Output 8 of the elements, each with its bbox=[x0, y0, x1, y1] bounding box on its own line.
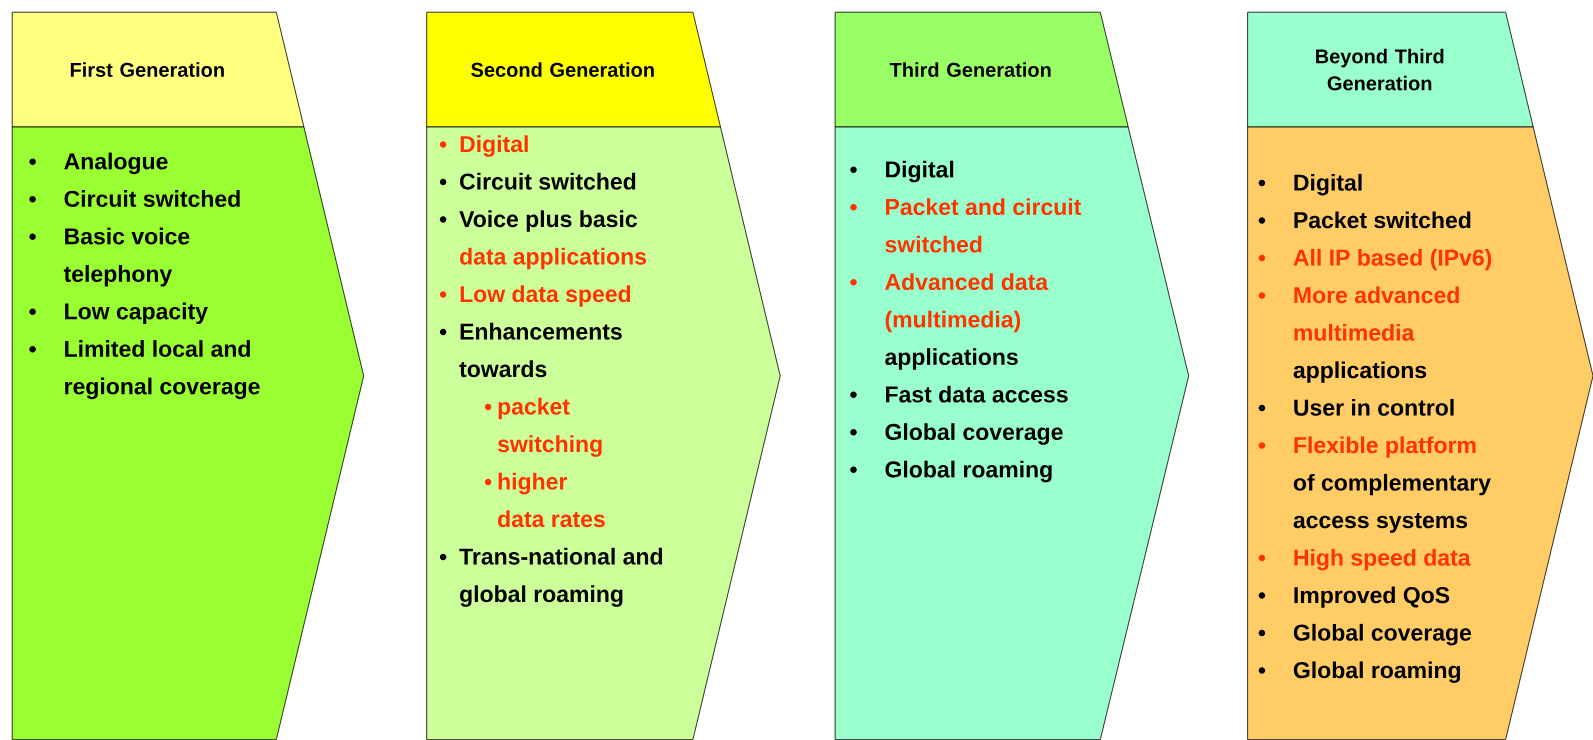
chevron-box: Analogue Circuit switched Basic voice telephony Low capacity Limited local and regional coverage bbox=[11, 126, 365, 740]
header-box: Beyond Third Generation bbox=[1247, 11, 1534, 128]
chevron-box: Digital Packet switched All IP based (IPv6) More advanced multimedia applications User in control Flexible platform of complementary access systems High speed data Improved QoS Global coverage Global roaming bbox=[1247, 126, 1593, 740]
chevron-box: Digital Circuit switched Voice plus basic data applications Low data speed Enhancements towards packet switching higher data rates Trans-national and global roaming bbox=[426, 126, 781, 740]
chevron-box: Digital Packet and circuit switched Advanced data (multimedia) applications Fast data access Global coverage Global roaming bbox=[834, 126, 1190, 740]
header-box: Second Generation bbox=[426, 11, 721, 128]
header-box: First Generation bbox=[11, 11, 305, 128]
header-box: Third Generation bbox=[834, 11, 1129, 128]
